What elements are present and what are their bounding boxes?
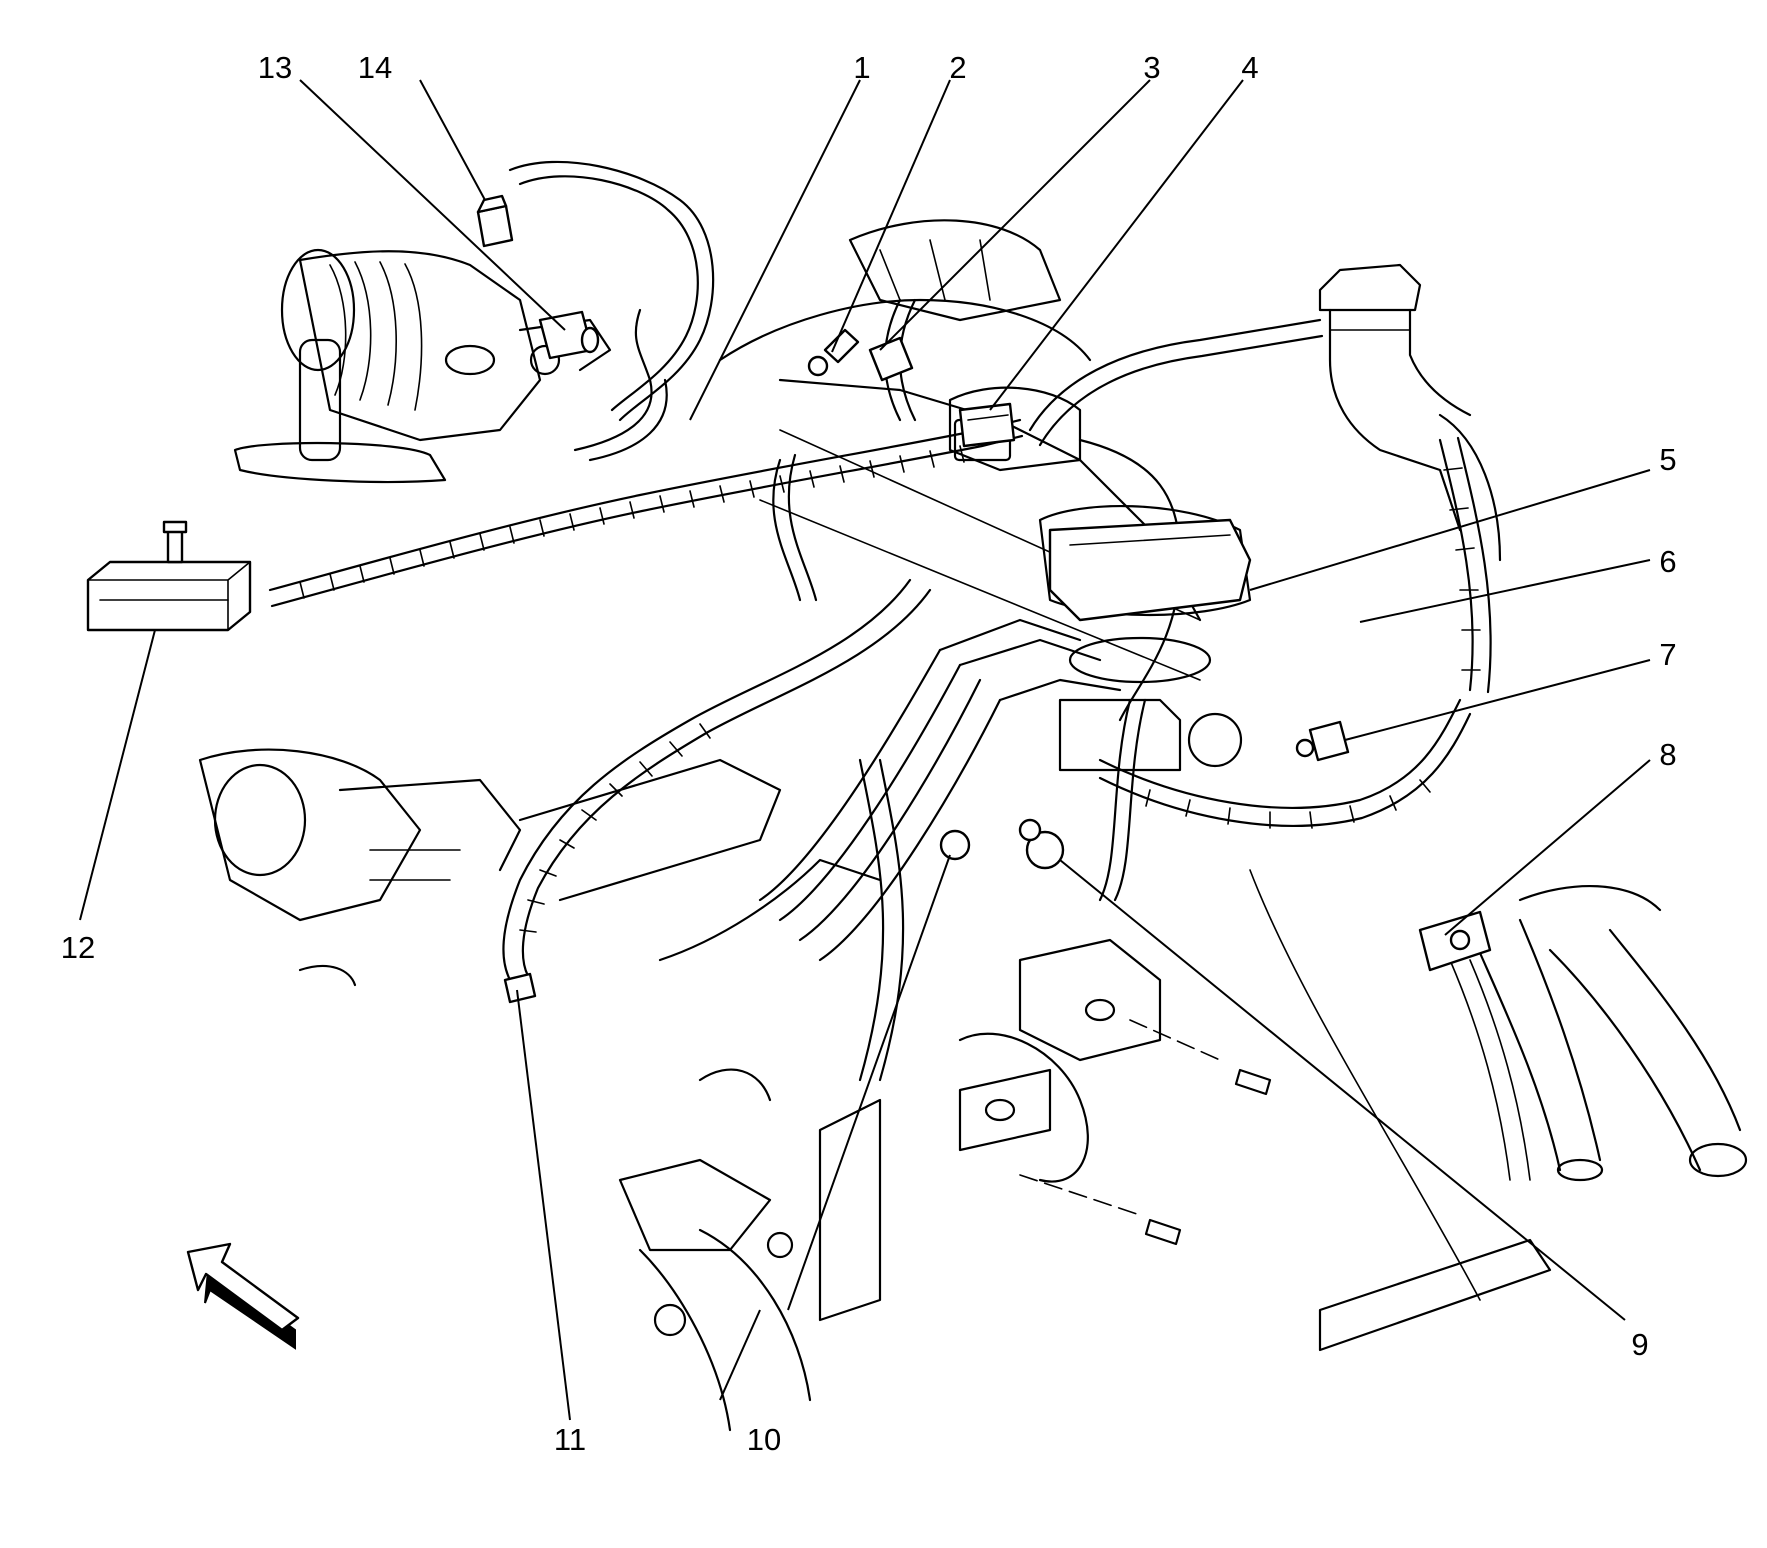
- callout-4: 4: [1241, 50, 1258, 85]
- sensor-10: [939, 829, 971, 861]
- clip-8: [1418, 910, 1492, 972]
- callout-12: 12: [61, 930, 95, 965]
- sensor-13: [538, 310, 600, 360]
- callout-5: 5: [1659, 442, 1676, 477]
- compressor-assembly: [233, 248, 612, 484]
- callout-11: 11: [554, 1422, 586, 1457]
- callout-3: 3: [1143, 50, 1160, 85]
- callout-10: 10: [747, 1422, 781, 1457]
- bolt-icon: [1234, 1068, 1272, 1096]
- connector-4: [958, 402, 1016, 448]
- connector-14: [476, 194, 514, 248]
- leader-lines: [79, 79, 1651, 1421]
- connector-7: [1295, 720, 1350, 762]
- connector-11: [503, 972, 537, 1004]
- connector-2: [868, 336, 914, 382]
- callout-9: 9: [1631, 1327, 1648, 1362]
- wiring-harness: [268, 160, 1492, 982]
- callout-13: 13: [258, 50, 292, 85]
- module-5: [1048, 518, 1252, 622]
- front-arrow-icon: [186, 1242, 300, 1350]
- spark-plug-wires: [658, 618, 1122, 1082]
- radiator-hose: [1249, 869, 1748, 1352]
- callout-2: 2: [949, 50, 966, 85]
- callout-1: 1: [853, 50, 870, 85]
- exhaust-manifold: [198, 748, 882, 1432]
- callout-14: 14: [358, 50, 392, 85]
- bolt-icon: [1144, 1218, 1182, 1246]
- connector-12: [86, 520, 252, 632]
- coolant-reservoir: [1318, 263, 1502, 562]
- sensor-9: [1018, 818, 1065, 870]
- callout-8: 8: [1659, 737, 1676, 772]
- callout-7: 7: [1659, 637, 1676, 672]
- callout-labels: 1 2 3 4 5 6 7 8 9 10 11 12 13 14: [61, 50, 1677, 1457]
- sensor-1: [807, 328, 860, 377]
- mounting-bracket: [958, 938, 1272, 1246]
- callout-6: 6: [1659, 544, 1676, 579]
